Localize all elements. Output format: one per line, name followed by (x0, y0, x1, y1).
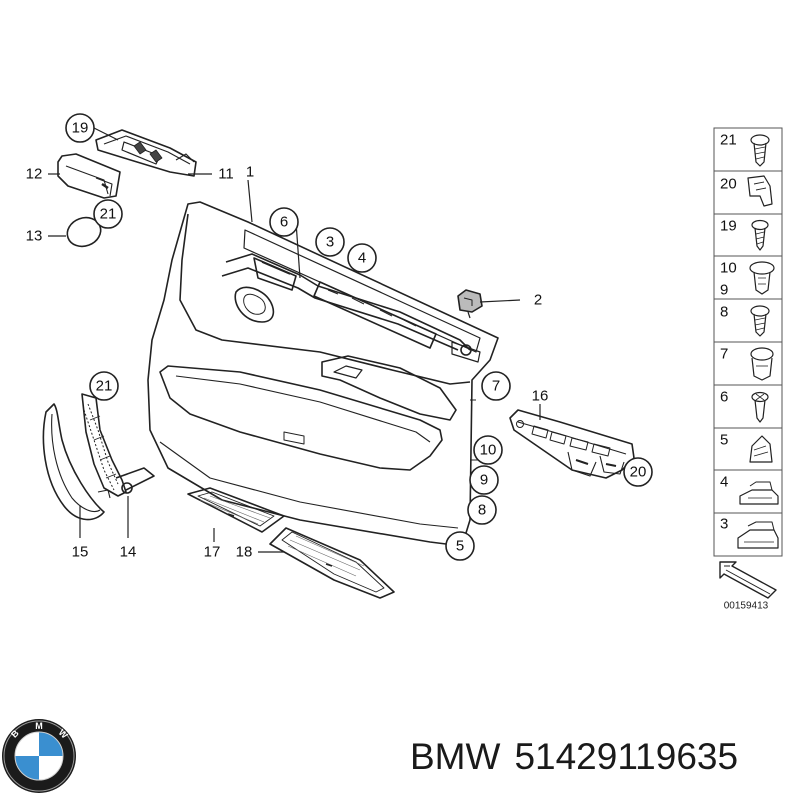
callout-5: 5 (456, 538, 464, 555)
fastener-legend: 21 20 19 10 9 8 7 6 5 4 3 00159413 (713, 127, 783, 612)
legend-number: 21 (720, 132, 737, 149)
callout-circle-21b (89, 371, 119, 401)
screw-icon (750, 134, 770, 167)
callout-10: 10 (480, 442, 497, 459)
callout-19: 19 (72, 120, 89, 137)
screw-icon (751, 219, 769, 251)
callout-2: 2 (534, 292, 542, 309)
callout-circle-6 (269, 207, 299, 237)
part-caption: BMW 51429119635 (410, 736, 800, 786)
callout-20: 20 (630, 464, 647, 481)
grille-18-drawing (269, 527, 395, 599)
handle-frame-14-drawing (81, 393, 155, 499)
clip-icon (737, 521, 779, 549)
callout-18: 18 (236, 544, 253, 561)
callout-13: 13 (26, 228, 43, 245)
clip-nut-icon (749, 435, 773, 463)
handle-trim-12-drawing (57, 153, 121, 199)
legend-number: 4 (720, 474, 728, 491)
legend-number: 7 (720, 346, 728, 363)
svg-text:M: M (35, 721, 43, 731)
push-clip-icon (750, 347, 774, 381)
callout-circle-7 (481, 371, 511, 401)
clip-icon (739, 481, 779, 505)
callout-3: 3 (326, 234, 334, 251)
callout-7: 7 (492, 378, 500, 395)
callout-14: 14 (120, 544, 137, 561)
legend-number: 9 (720, 282, 728, 299)
callout-circle-5 (445, 531, 475, 561)
screw-icon (751, 391, 769, 423)
callout-circle-9 (469, 465, 499, 495)
callout-circle-20 (623, 457, 653, 487)
screw-icon (750, 305, 770, 337)
callout-circle-10 (473, 435, 503, 465)
callout-21a: 21 (100, 206, 117, 223)
legend-number: 3 (720, 516, 728, 533)
callout-9: 9 (480, 472, 488, 489)
legend-number: 20 (720, 176, 737, 193)
clip-icon (747, 175, 773, 207)
grille-17-drawing (187, 487, 285, 533)
callout-1: 1 (246, 164, 254, 181)
callout-16: 16 (532, 388, 549, 405)
pull-handle-15-drawing (42, 403, 105, 521)
callout-15: 15 (72, 544, 89, 561)
callout-6: 6 (280, 214, 288, 231)
part-number: 51429119635 (514, 736, 739, 777)
door-panel-drawing (147, 201, 499, 547)
callout-11: 11 (218, 166, 234, 183)
window-switch-16-drawing (509, 409, 635, 479)
bmw-logo: B M W (2, 719, 76, 793)
legend-number: 5 (720, 432, 728, 449)
legend-number: 8 (720, 304, 728, 321)
callout-8: 8 (478, 502, 486, 519)
clip-2-drawing (457, 289, 483, 319)
callout-12: 12 (26, 166, 43, 183)
callout-circle-21a (93, 199, 123, 229)
rivet-icon (749, 261, 775, 295)
callout-17: 17 (204, 544, 221, 561)
callout-circle-19 (65, 113, 95, 143)
bracket-19-11-drawing (95, 129, 197, 177)
drawing-number: 00159413 (724, 601, 769, 612)
callout-21b: 21 (96, 378, 113, 395)
legend-number: 6 (720, 389, 728, 406)
callout-circle-3 (315, 227, 345, 257)
callout-circle-8 (467, 495, 497, 525)
legend-number: 10 (720, 260, 737, 277)
callout-circle-4 (347, 243, 377, 273)
direction-arrow-icon (719, 561, 777, 599)
callout-4: 4 (358, 250, 366, 267)
leader-lines (48, 127, 541, 553)
legend-number: 19 (720, 218, 737, 235)
brand-name: BMW (410, 736, 501, 777)
